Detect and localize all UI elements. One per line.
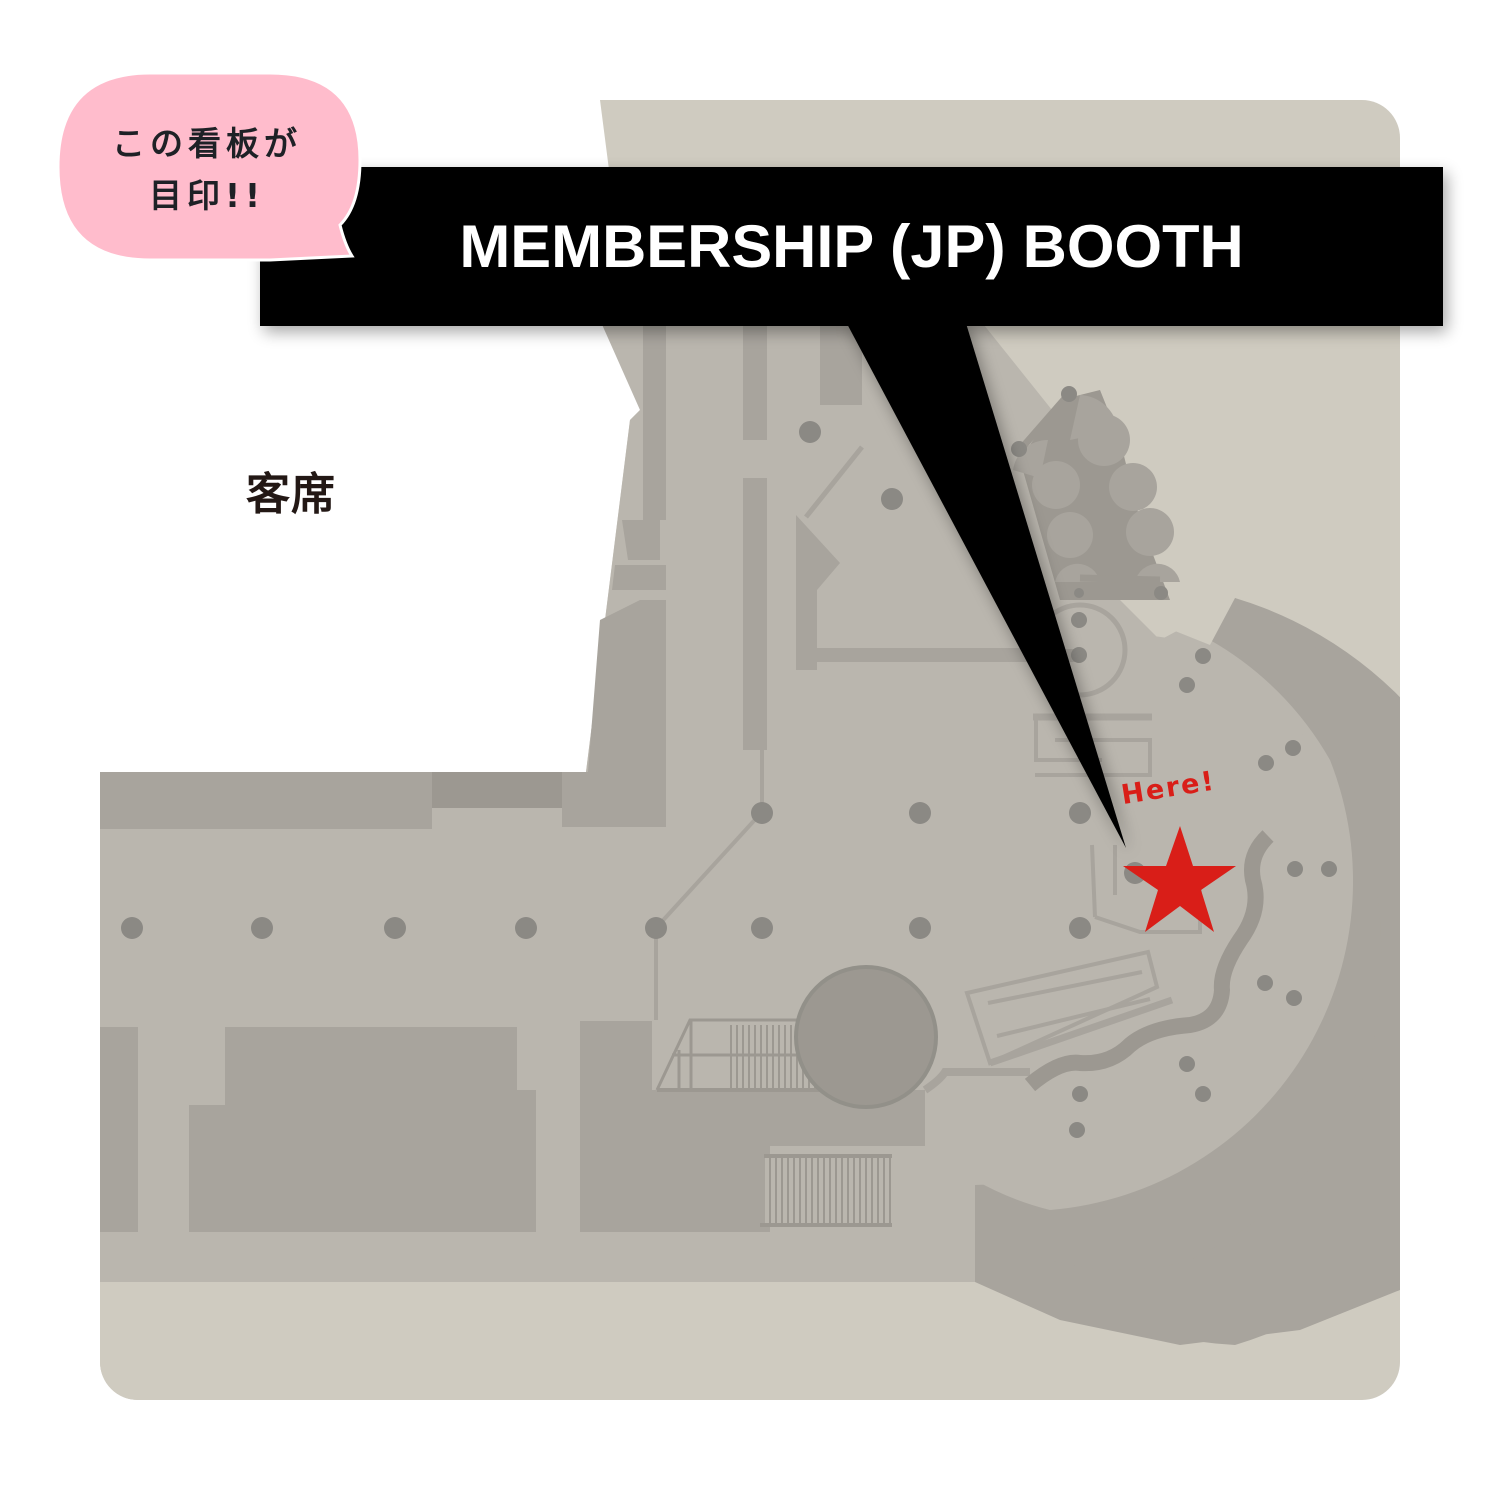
- callout-line-1: この看板が: [112, 124, 302, 163]
- callout-bubble: [56, 71, 362, 262]
- booth-title: MEMBERSHIP (JP) BOOTH: [459, 213, 1244, 280]
- banner-background: [260, 167, 1443, 326]
- callout-text: この看板が 目印!!: [62, 118, 352, 222]
- callout-line-2: 目印!!: [148, 176, 266, 215]
- wavy-path: [1024, 830, 1274, 1092]
- star-icon: [1123, 826, 1236, 932]
- block: [100, 772, 432, 829]
- bench-outline: [964, 949, 1160, 1066]
- block: [580, 1021, 652, 1232]
- banner-pointer: [845, 320, 1126, 848]
- pillars: [121, 421, 1337, 1138]
- round-room: [794, 965, 938, 1109]
- block: [562, 772, 666, 827]
- block: [432, 772, 562, 808]
- staircase-lower: [760, 1154, 892, 1227]
- block: [100, 1027, 138, 1232]
- seating-area-label: 客席: [246, 469, 336, 520]
- block: [189, 1027, 536, 1232]
- sculpture: [1013, 390, 1180, 600]
